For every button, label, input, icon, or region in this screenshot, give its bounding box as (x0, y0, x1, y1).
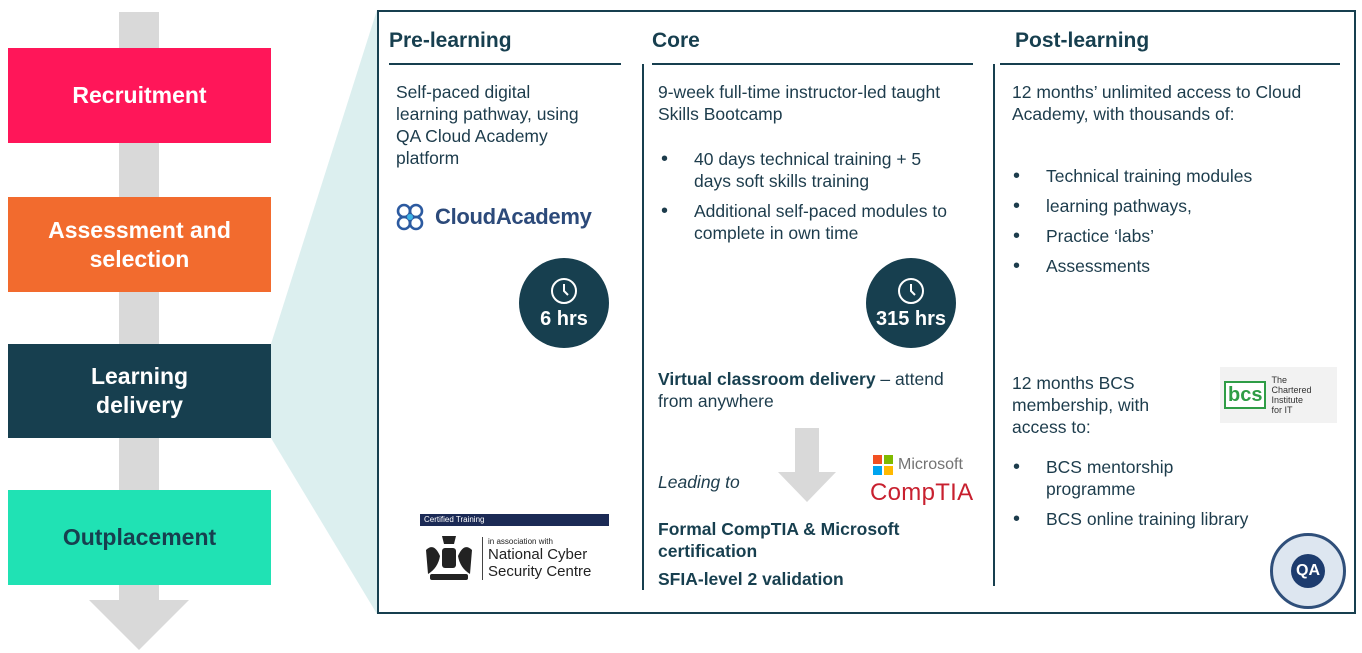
bcs-membership-text: 12 months BCS membership, with access to… (1012, 373, 1150, 437)
list-item: 40 days technical training + 5 days soft… (661, 148, 961, 192)
outcome-sfia: SFIA-level 2 validation (658, 569, 844, 589)
post-learning-description: 12 months’ unlimited access to Cloud Aca… (1012, 82, 1302, 124)
heading-post-learning: Post-learning (1015, 29, 1150, 52)
microsoft-logo: Microsoft (873, 455, 963, 475)
heading-pre-learning: Pre-learning (389, 29, 512, 52)
column-separator (993, 64, 995, 586)
list-item: Additional self-paced modules to complet… (661, 200, 961, 244)
divider (1000, 63, 1340, 65)
duration-badge-pre: 6 hrs (519, 258, 609, 348)
ncsc-badge: Certified Training in association with N… (420, 514, 609, 592)
leading-to-label: Leading to (658, 472, 740, 492)
list-item: learning pathways, (1013, 195, 1313, 217)
list-item: Practice ‘labs’ (1013, 225, 1313, 247)
clock-icon (898, 277, 924, 304)
list-item: Assessments (1013, 255, 1313, 277)
list-item: BCS mentorship programme (1013, 456, 1253, 500)
cloud-academy-icon (396, 203, 424, 231)
virtual-classroom-text: Virtual classroom delivery – attend from… (658, 369, 944, 411)
core-bullet-list: 40 days technical training + 5 days soft… (661, 148, 961, 252)
column-separator (642, 64, 644, 590)
pre-learning-description: Self-paced digital learning pathway, usi… (396, 82, 579, 168)
qa-accreditation-badge: QA (1270, 533, 1346, 609)
stage-learning-delivery: Learning delivery (8, 344, 271, 438)
process-arrow-down-icon (89, 600, 189, 650)
royal-crest-icon (426, 536, 472, 580)
list-item: Technical training modules (1013, 165, 1313, 187)
microsoft-icon (873, 455, 893, 475)
post-bullet-list: Technical training modules learning path… (1013, 165, 1313, 285)
comptia-logo: CompTIA (870, 479, 974, 506)
outcome-certification: Formal CompTIA & Microsoft certification (658, 519, 900, 561)
bcs-bullet-list: BCS mentorship programme BCS online trai… (1013, 456, 1253, 538)
stage-recruitment: Recruitment (8, 48, 271, 143)
bcs-logo: bcs The Chartered Institute for IT (1220, 367, 1337, 423)
divider (652, 63, 973, 65)
heading-core: Core (652, 29, 700, 52)
arrow-down-icon (778, 428, 836, 502)
clock-icon (551, 277, 577, 304)
cloud-academy-logo: CloudAcademy (393, 200, 592, 234)
core-description: 9-week full-time instructor-led taught S… (658, 82, 941, 124)
duration-badge-core: 315 hrs (866, 258, 956, 348)
stage-outplacement: Outplacement (8, 490, 271, 585)
stage-assessment: Assessment and selection (8, 197, 271, 292)
list-item: BCS online training library (1013, 508, 1253, 530)
divider (389, 63, 621, 65)
